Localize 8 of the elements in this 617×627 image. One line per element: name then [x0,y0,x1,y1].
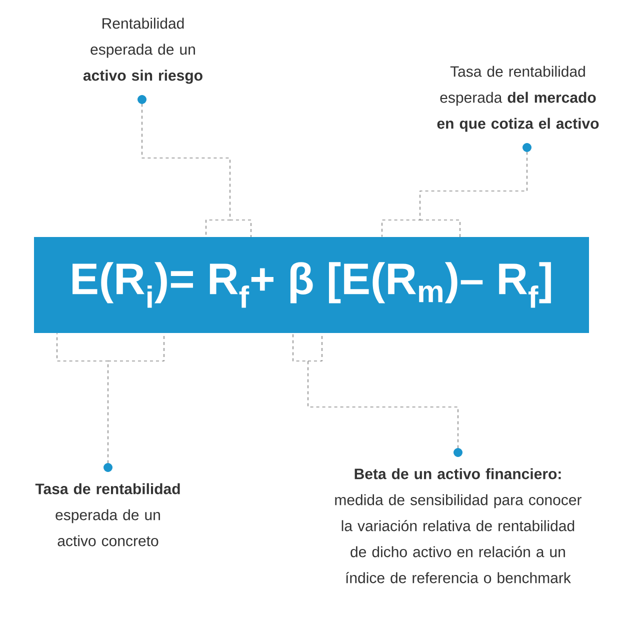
callout-text: Rentabilidad esperada de un activo sin riesgo [83,18,202,84]
leader-line [56,332,112,472]
callout-text: Tasa de rentabilidad esperada del mercado en que cotiza el activo [437,66,599,132]
leader-line [292,332,462,457]
callout-text: Tasa de rentabilidad esperada de un activo concreto [35,483,180,546]
formula-band: E(R$_{i}$)= R$_{f}$+ β [E(R$_{m}$)– R$_{f}$] [34,237,589,333]
callout-text: Beta de un activo financiero: medida de sensibilidad para conocer la variación relativa de rentabilidad de dicho activo en relación a un índice de referencia o benchmark [335,468,582,584]
leader-line [382,143,532,238]
